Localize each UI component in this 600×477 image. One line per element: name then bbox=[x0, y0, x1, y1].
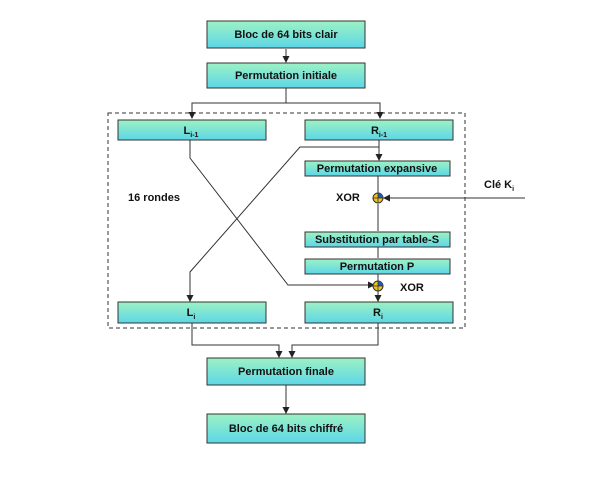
svg-text:Li: Li bbox=[187, 307, 196, 321]
box-output-block: Bloc de 64 bits chiffré bbox=[206, 413, 366, 444]
left-prev-subscript: i-1 bbox=[190, 132, 198, 139]
xor-bottom-label: XOR bbox=[400, 282, 424, 294]
svg-text:Li-1: Li-1 bbox=[184, 125, 199, 139]
box-left-prev: Li-1 bbox=[117, 119, 267, 141]
expansion-permutation-label: Permutation expansive bbox=[317, 163, 437, 175]
xor-node-bottom bbox=[372, 280, 384, 292]
box-input-block: Bloc de 64 bits clair bbox=[206, 20, 366, 49]
input-block-label: Bloc de 64 bits clair bbox=[234, 29, 338, 41]
right-prev-subscript: i-1 bbox=[379, 132, 387, 139]
output-block-label: Bloc de 64 bits chiffré bbox=[229, 423, 343, 435]
xor-top-label: XOR bbox=[336, 192, 360, 204]
box-p-permutation: Permutation P bbox=[304, 258, 451, 275]
box-right-prev: Ri-1 bbox=[304, 119, 454, 141]
box-expansion-permutation: Permutation expansive bbox=[304, 160, 451, 177]
round-key-label: Clé Ki bbox=[484, 179, 514, 193]
left-next-label: L bbox=[187, 307, 194, 319]
sbox-substitution-label: Substitution par table-S bbox=[315, 234, 439, 246]
box-sbox-substitution: Substitution par table-S bbox=[304, 231, 451, 248]
round-frame bbox=[107, 112, 466, 329]
xor-node-top bbox=[372, 192, 384, 204]
right-next-label: R bbox=[373, 307, 381, 319]
final-permutation-label: Permutation finale bbox=[238, 366, 334, 378]
left-prev-label: L bbox=[184, 125, 191, 137]
round-key-subscript: i bbox=[512, 186, 514, 193]
connectors bbox=[186, 49, 525, 414]
initial-permutation-label: Permutation initiale bbox=[235, 70, 337, 82]
p-permutation-label: Permutation P bbox=[340, 261, 415, 273]
box-final-permutation: Permutation finale bbox=[206, 357, 366, 386]
svg-text:Ri: Ri bbox=[373, 307, 383, 321]
box-right-next: Ri bbox=[304, 301, 454, 324]
svg-text:Ri-1: Ri-1 bbox=[371, 125, 387, 139]
rounds-label: 16 rondes bbox=[128, 192, 180, 204]
box-initial-permutation: Permutation initiale bbox=[206, 62, 366, 89]
right-prev-label: R bbox=[371, 125, 379, 137]
left-next-subscript: i bbox=[193, 314, 195, 321]
right-next-subscript: i bbox=[381, 314, 383, 321]
box-left-next: Li bbox=[117, 301, 267, 324]
